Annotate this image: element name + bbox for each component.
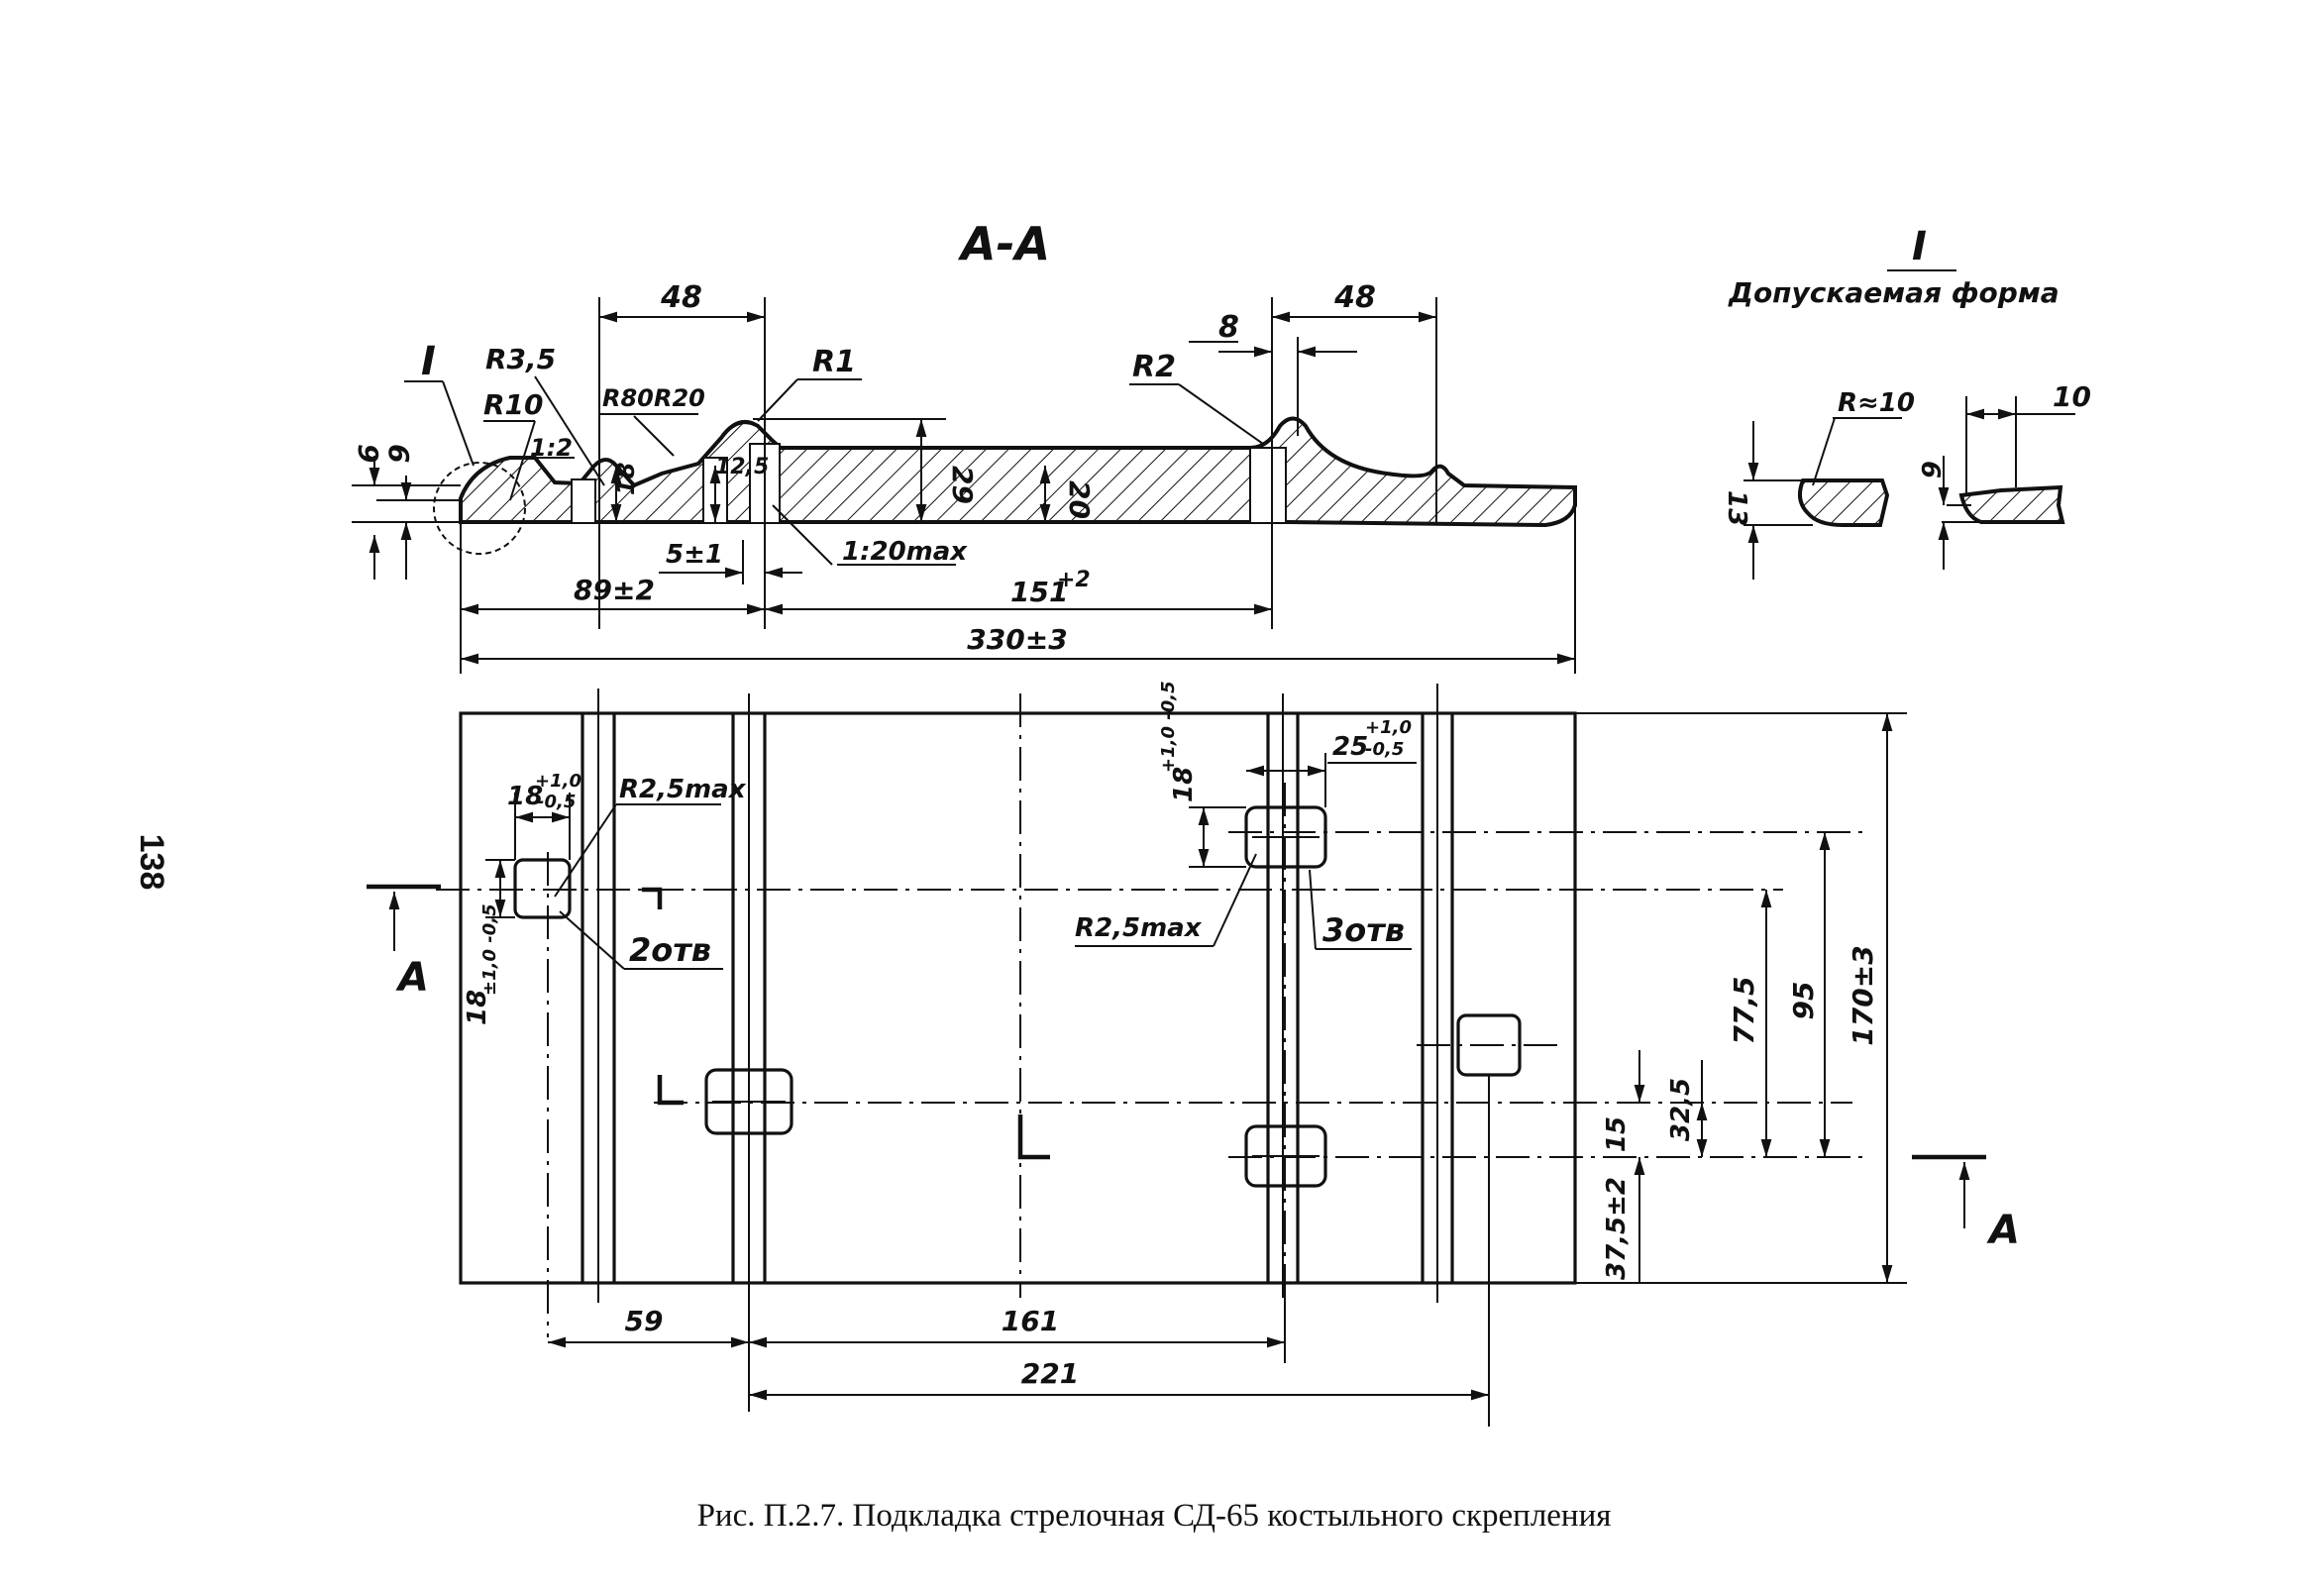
hole-right-bottom (1244, 1124, 1327, 1188)
label-r1: R1 (812, 345, 856, 379)
plate-outline (459, 711, 1577, 1285)
right-hole-size: 18 (1169, 767, 1199, 802)
section-mark-right: А (1986, 1208, 2020, 1253)
right-width-tol-up: +1,0 (1365, 717, 1412, 738)
detail-view-marker: I (1912, 224, 1927, 269)
dim-12-5: 12,5 (715, 455, 769, 479)
section-view: А-А I 48 48 8 R3,5 R1 (352, 217, 1577, 674)
dim-37-5: 37,5±2 (1602, 1177, 1632, 1280)
right-width: 25 (1332, 732, 1368, 762)
hole-left-small (513, 858, 572, 919)
dim-151: 151 (1010, 576, 1068, 608)
hole-right-top (1244, 805, 1327, 869)
right-r25max: R2,5max (1075, 913, 1203, 943)
label-r2: R2 (1132, 350, 1176, 384)
dim-29: 29 (946, 466, 979, 504)
page-number: 138 (133, 834, 170, 891)
detail-dim-10: 10 (2053, 380, 2091, 413)
right-width-tol-dn: -0,5 (1365, 739, 1404, 760)
dim-77-5: 77,5 (1728, 976, 1760, 1044)
dim-9: 9 (352, 444, 384, 463)
detail-marker-label: I (421, 339, 436, 384)
figure-caption: Рис. П.2.7. Подкладка стрелочная СД-65 к… (697, 1498, 1612, 1534)
dim-151-tol: +2 (1057, 568, 1091, 592)
label-r3-5: R3,5 (485, 343, 556, 375)
right-hole-size-tol: +1,0 -0,5 (1158, 681, 1179, 773)
detail-dim-13: 13 (1722, 490, 1751, 526)
section-mark-left: А (395, 955, 429, 1001)
dim-95: 95 (1787, 982, 1820, 1020)
left-holes-count: 2отв (629, 931, 711, 969)
dim-161: 161 (1002, 1305, 1059, 1337)
dim-20: 20 (1063, 480, 1096, 519)
detail-view: I Допускаемая форма 13 R≈10 6 10 (1722, 224, 2091, 580)
label-r20: R20 (654, 384, 705, 412)
detail-circle (433, 462, 526, 555)
right-holes-count: 3отв (1322, 911, 1405, 949)
plan-view: А А 18 +1,0 -0,5 R2,5max 2отв 18 ±1,0 -0… (367, 681, 2020, 1427)
left-hole-side-tol: ±1,0 -0,5 (479, 903, 500, 996)
detail-shape-a (1797, 478, 1890, 527)
section-title: А-А (958, 217, 1050, 270)
left-hole-size-tol-dn: -0,5 (537, 792, 576, 812)
label-r10: R10 (483, 388, 544, 421)
dim-59: 59 (625, 1305, 664, 1337)
detail-shape-b (1958, 484, 2065, 524)
label-r80: R80 (602, 384, 654, 412)
left-hole-side: 18 (463, 990, 492, 1025)
dim-89: 89±2 (574, 574, 655, 606)
dim-330: 330±3 (967, 623, 1067, 656)
hole-left-large (704, 1068, 793, 1135)
dim-170: 170±3 (1847, 945, 1879, 1045)
left-r25max: R2,5max (619, 775, 747, 804)
detail-view-title: Допускаемая форма (1728, 276, 2060, 309)
dim-8: 8 (1218, 310, 1239, 345)
label-slope-1-20max: 1:20max (842, 537, 968, 567)
dim-32-5: 32,5 (1666, 1078, 1696, 1141)
dim-6: 6 (382, 444, 415, 463)
dim-48-left: 48 (660, 280, 702, 315)
dim-15: 15 (1602, 1116, 1632, 1152)
detail-dim-6: 6 (1915, 461, 1945, 478)
detail-radius: R≈10 (1838, 388, 1915, 418)
dim-48-right: 48 (1333, 280, 1376, 315)
dim-221: 221 (1021, 1357, 1079, 1390)
left-hole-size-tol-up: +1,0 (535, 771, 581, 792)
dim-5: 5±1 (666, 540, 723, 570)
dim-18: 18 (612, 463, 640, 495)
left-hole-size: 18 (507, 782, 543, 811)
